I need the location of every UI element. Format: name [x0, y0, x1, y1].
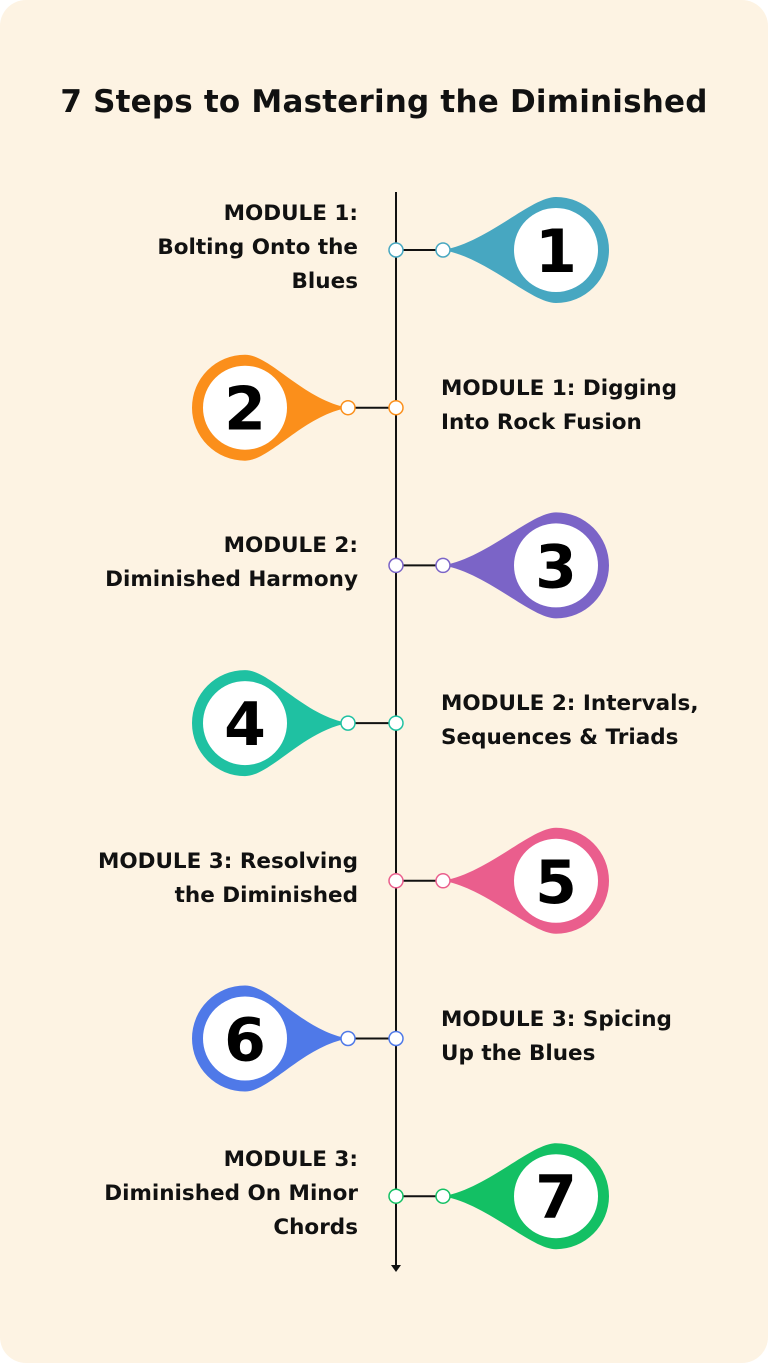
step-label-line: Blues	[291, 269, 358, 294]
pin-inner-circle	[514, 838, 598, 923]
step-label-line: MODULE 3: Resolving	[97, 848, 358, 874]
pin-inner-circle	[203, 996, 287, 1081]
pin-inner-circle	[203, 681, 287, 766]
step-label-line: Into Rock Fusion	[441, 409, 642, 435]
step-label-line: Diminished Harmony	[105, 567, 358, 593]
step-label-line: Up the Blues	[441, 1040, 596, 1066]
step-marker-5: 5	[388, 827, 609, 934]
step-label-line: MODULE 2: Intervals,	[441, 691, 699, 717]
step-label-line: Diminished On Minor	[104, 1181, 358, 1207]
pin-dot	[435, 242, 451, 258]
pin-inner-circle	[514, 523, 598, 608]
step-number: 3	[535, 532, 577, 602]
step-label-line: MODULE 1: Digging	[441, 375, 677, 401]
pin-inner-circle	[203, 365, 287, 450]
axis-dot	[388, 557, 404, 574]
axis-dot	[388, 1030, 404, 1047]
step-marker-3: 3	[388, 512, 609, 619]
step-marker-4: 4	[192, 670, 404, 777]
pin-inner-circle	[514, 208, 598, 292]
step-label-line: the Diminished	[174, 882, 358, 908]
step-label-6: MODULE 3: Spicing Up the Blues	[441, 1003, 761, 1071]
step-number: 7	[535, 1163, 577, 1233]
axis-dot	[388, 715, 404, 731]
step-number: 5	[535, 848, 577, 918]
pin-inner-circle	[514, 1154, 598, 1239]
pin-dot	[340, 399, 356, 416]
step-number: 6	[224, 1006, 266, 1076]
step-label-line: Bolting Onto the	[157, 235, 358, 260]
axis-dot	[388, 399, 404, 416]
step-label-line: MODULE 3: Spicing	[441, 1006, 672, 1032]
step-number: 1	[535, 217, 577, 287]
step-label-4: MODULE 2: Intervals, Sequences & Triads	[441, 687, 761, 755]
pin-dot	[435, 873, 451, 889]
axis-dot	[388, 873, 404, 889]
step-marker-2: 2	[192, 354, 404, 461]
step-label-line: MODULE 1:	[223, 201, 358, 226]
step-label-5: MODULE 3: Resolving the Diminished	[28, 845, 358, 913]
step-label-line: Sequences & Triads	[441, 725, 679, 751]
step-label-line: MODULE 2:	[223, 533, 358, 559]
axis-dot	[388, 242, 404, 258]
pin-dot	[340, 1030, 356, 1047]
step-marker-1: 1	[388, 197, 609, 303]
page-title: 7 Steps to Mastering the Diminished	[60, 84, 708, 120]
step-number: 4	[224, 690, 266, 760]
pin-dot	[435, 557, 451, 574]
axis-dot	[388, 1188, 404, 1204]
step-label-line: Chords	[273, 1215, 358, 1241]
timeline-arrowhead	[391, 1265, 401, 1272]
step-marker-7: 7	[388, 1143, 609, 1250]
step-number: 2	[224, 375, 266, 445]
pin-dot	[340, 715, 356, 731]
step-marker-6: 6	[192, 985, 404, 1092]
pin-dot	[435, 1188, 451, 1204]
step-label-line: MODULE 3:	[223, 1147, 358, 1173]
step-label-3: MODULE 2: Diminished Harmony	[28, 529, 358, 597]
